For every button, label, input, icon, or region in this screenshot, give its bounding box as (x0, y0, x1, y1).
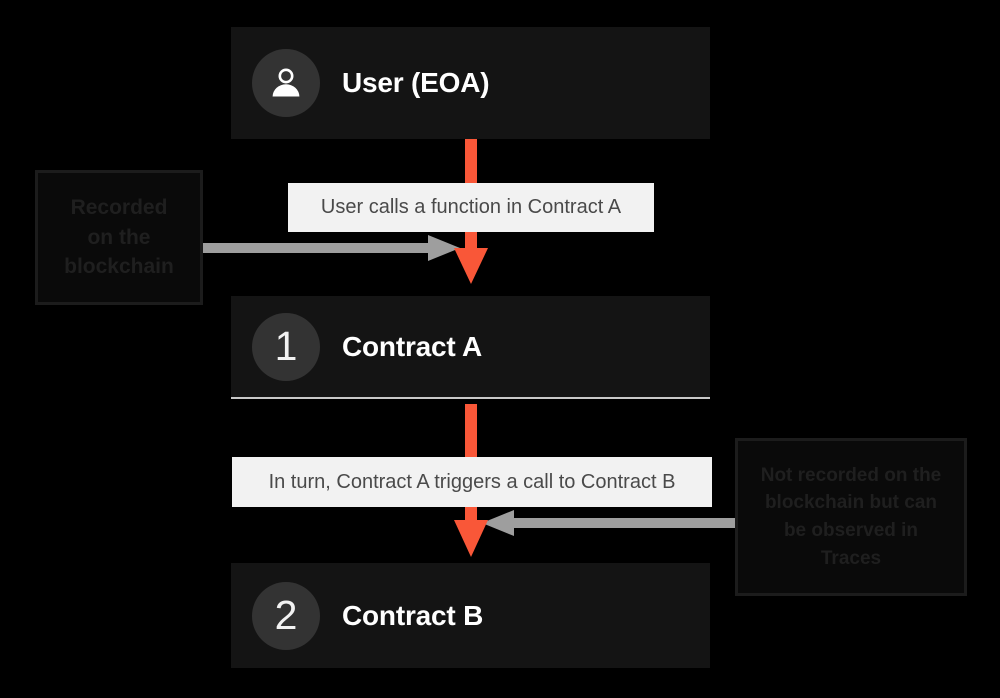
node-user[interactable]: User (EOA) (231, 27, 710, 139)
annotation-line: Recorded (70, 195, 168, 219)
edge-label-user-to-contract-a: User calls a function in Contract A (288, 183, 654, 232)
annotation-recorded-on-chain-text: Recorded on the blockchain (64, 193, 174, 282)
annotation-line: on the (87, 225, 151, 249)
contract-b-step-badge: 2 (252, 581, 320, 650)
node-contract-b[interactable]: 2 Contract B (231, 563, 710, 668)
annotation-line: be observed in (783, 520, 919, 541)
annotation-arrow-left (200, 235, 460, 261)
annotation-line: Not recorded on the (760, 464, 942, 486)
annotation-line: blockchain but can (764, 492, 938, 514)
contract-b-step-number: 2 (274, 592, 298, 638)
annotation-not-recorded-on-chain-text: Not recorded on the blockchain but can b… (761, 462, 942, 572)
annotation-not-recorded-on-chain: Not recorded on the blockchain but can b… (735, 438, 967, 596)
edge-label-contract-a-to-contract-b: In turn, Contract A triggers a call to C… (232, 457, 712, 507)
node-user-label: User (EOA) (342, 67, 490, 98)
contract-a-step-number: 1 (274, 323, 298, 369)
contract-a-step-badge: 1 (252, 312, 320, 381)
person-icon (272, 68, 300, 97)
annotation-recorded-on-chain: Recorded on the blockchain (35, 170, 203, 305)
annotation-line: blockchain (64, 255, 174, 279)
node-contract-b-label: Contract B (342, 599, 484, 631)
user-avatar-badge (252, 49, 320, 117)
node-contract-a-label: Contract A (342, 330, 483, 362)
node-contract-a[interactable]: 1 Contract A (231, 296, 710, 399)
annotation-arrow-right (482, 510, 742, 536)
annotation-line: Traces (820, 547, 882, 569)
